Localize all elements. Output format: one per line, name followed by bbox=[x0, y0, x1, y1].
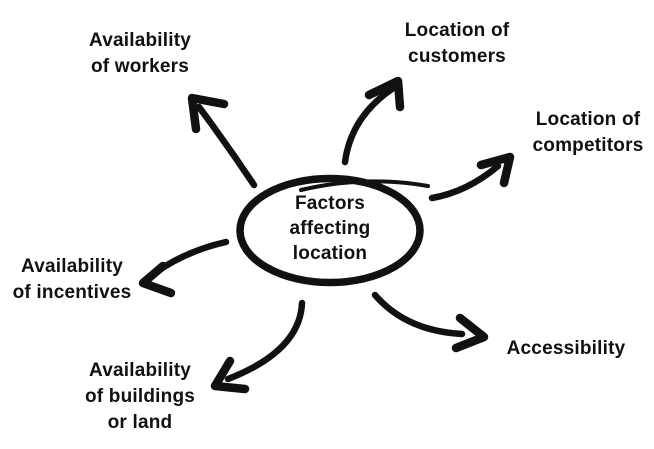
node-label-incentives: Availability of incentives bbox=[12, 256, 132, 303]
arrow-buildings-icon bbox=[210, 299, 306, 394]
center-ellipse bbox=[236, 174, 430, 287]
node-label-competitors: Location of competitors bbox=[532, 109, 644, 156]
node-label-workers: Availability of workers bbox=[88, 30, 191, 77]
arrow-workers-icon bbox=[187, 93, 258, 189]
node-label-buildings: Availability of buildings or land bbox=[84, 360, 196, 433]
arrow-competitors-icon bbox=[428, 152, 515, 202]
node-label-customers: Location of customers bbox=[404, 20, 510, 67]
arrow-accessibility-icon bbox=[371, 291, 489, 353]
center-topic-label: Factors affecting location bbox=[289, 193, 371, 264]
arrow-customers-icon bbox=[341, 76, 405, 166]
node-label-accessibility: Accessibility bbox=[506, 338, 626, 359]
arrow-incentives-icon bbox=[138, 238, 230, 298]
